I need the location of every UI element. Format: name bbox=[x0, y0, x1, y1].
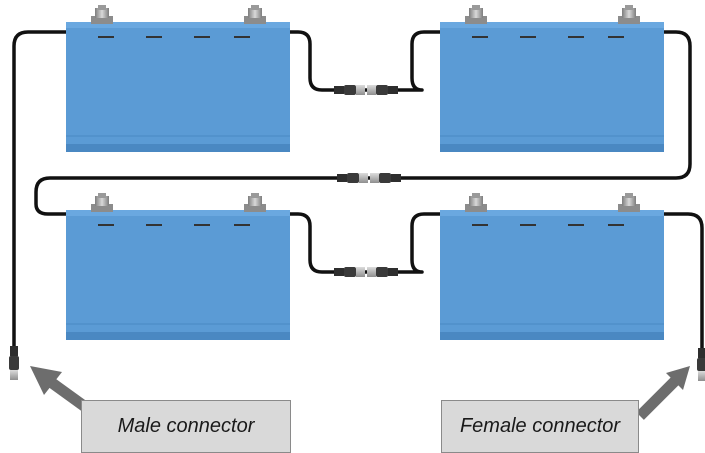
female-connector-label: Female connector bbox=[441, 400, 639, 453]
battery-bottom-right bbox=[439, 192, 665, 341]
female-connector-text: Female connector bbox=[459, 415, 621, 437]
cable-female-lead bbox=[662, 212, 704, 352]
battery-bottom-left bbox=[65, 192, 291, 341]
female-connector-icon bbox=[697, 348, 705, 381]
arrow-to-female-icon bbox=[636, 366, 690, 420]
male-connector-label: Male connector bbox=[81, 400, 291, 453]
battery-top-right bbox=[439, 4, 665, 153]
cable-male-lead bbox=[12, 30, 68, 350]
male-connector-text: Male connector bbox=[117, 415, 255, 437]
battery-top-left bbox=[65, 4, 291, 153]
cable-top-middle bbox=[288, 30, 442, 92]
male-connector-icon bbox=[9, 346, 19, 380]
cable-bottom-middle bbox=[288, 212, 442, 274]
